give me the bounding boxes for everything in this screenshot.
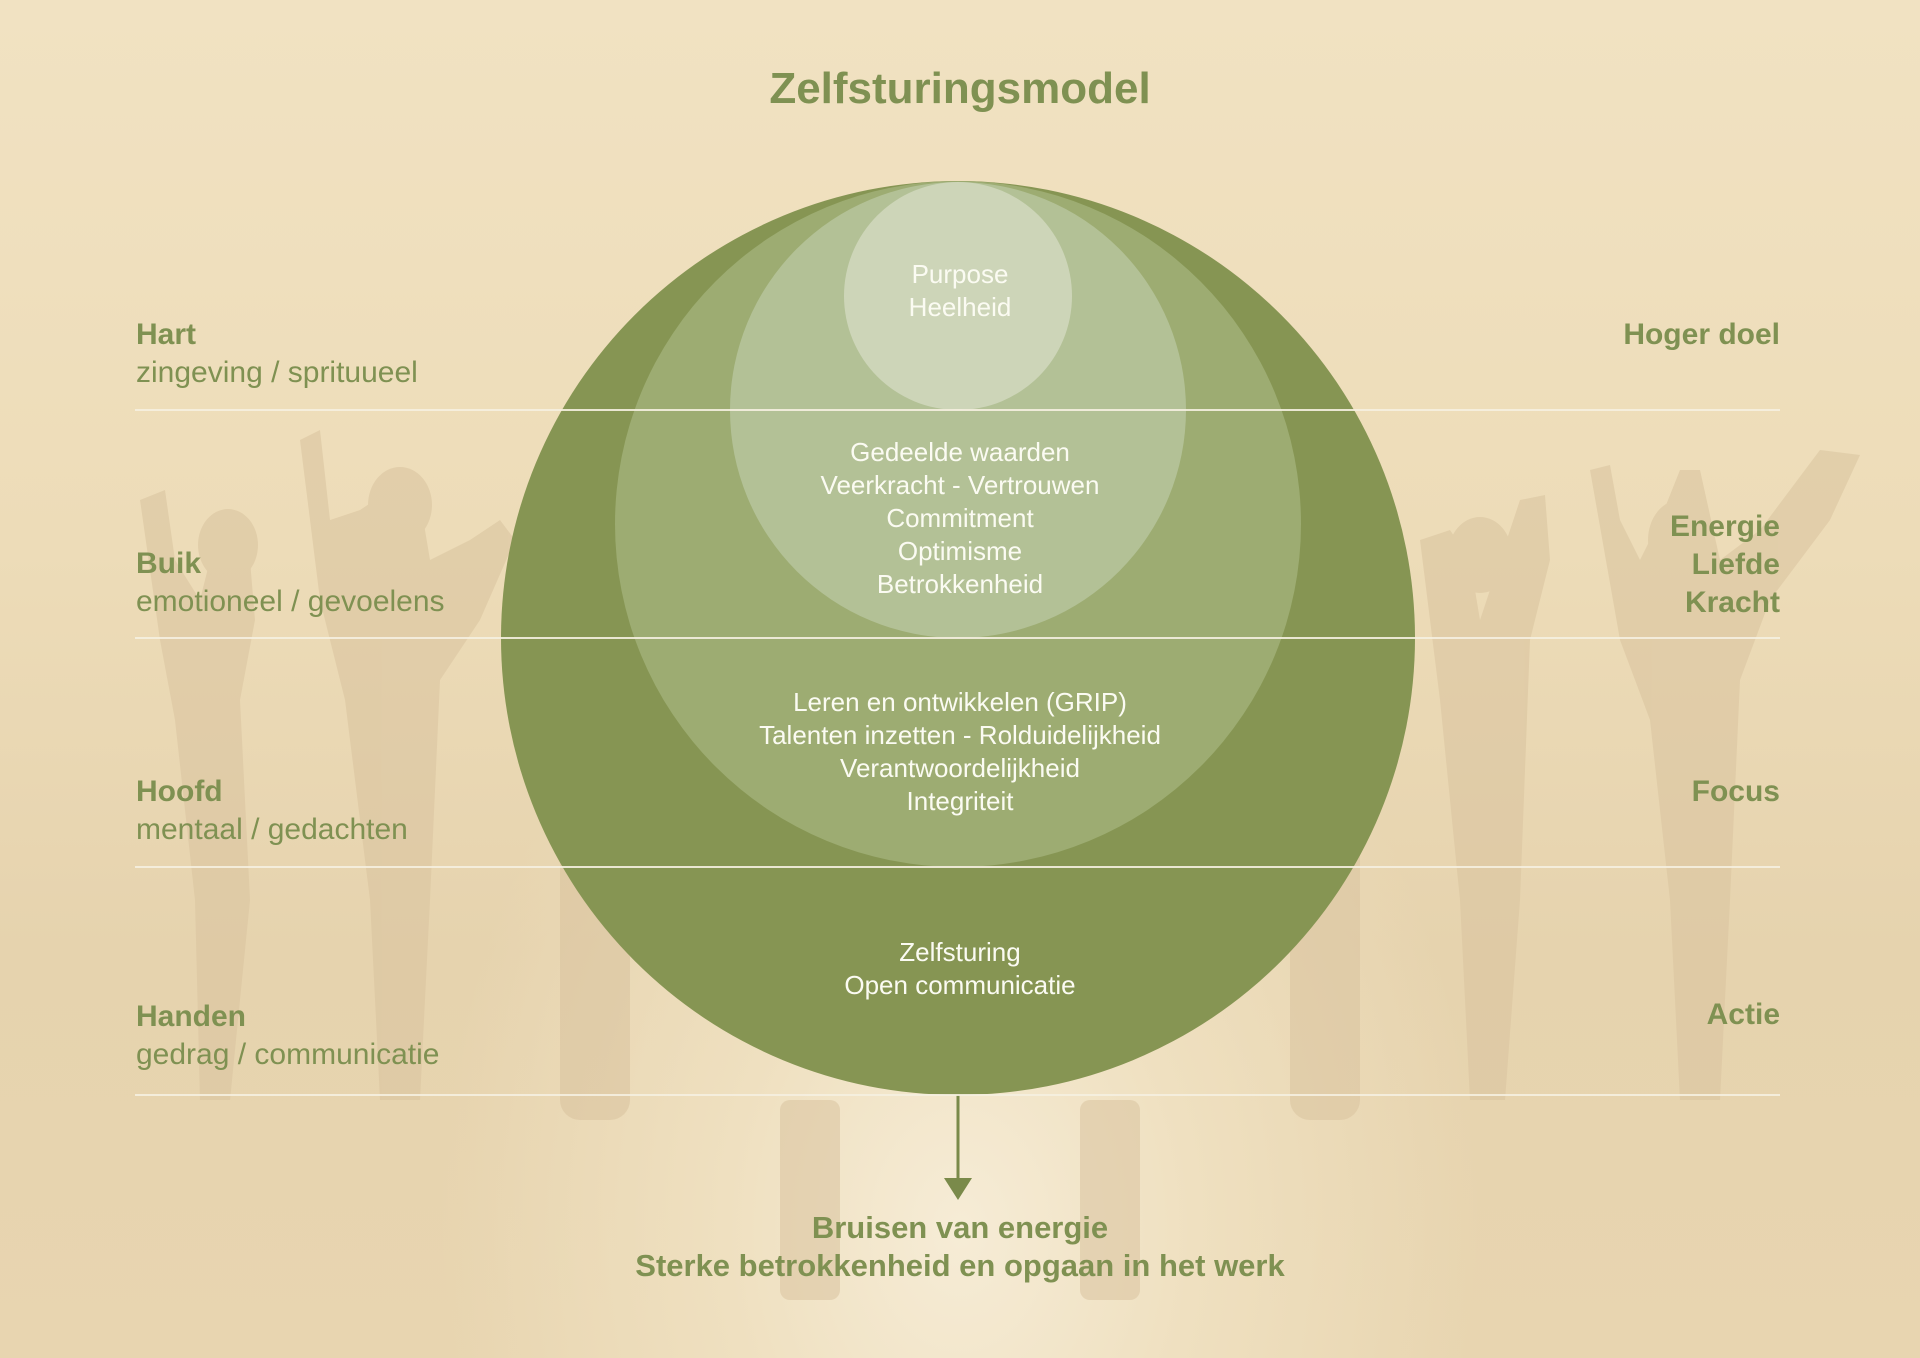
row-subheading: mentaal / gedachten (136, 813, 408, 846)
center-text-line: Talenten inzetten - Rolduidelijkheid (759, 720, 1161, 750)
row-heading: Hoofd (136, 775, 223, 808)
row-right-label-focus: Focus (1692, 773, 1780, 811)
row-divider (135, 637, 1780, 639)
layer-inner-circle (844, 182, 1072, 410)
row-heading: Hart (136, 318, 197, 351)
arrow-down-icon (944, 1178, 972, 1200)
row-subheading: zingeving / sprituueel (136, 356, 418, 389)
outcome-text: Bruisen van energie Sterke betrokkenheid… (0, 1209, 1920, 1285)
center-text-values: Gedeelde waarden Veerkracht - Vertrouwen… (0, 436, 1920, 601)
row-label-handen: Handen gedrag / communicatie (136, 998, 440, 1074)
row-heading: Buik (136, 547, 202, 580)
row-divider (135, 1094, 1780, 1096)
center-text-line: Heelheid (908, 292, 1012, 322)
right-label-line: Actie (1706, 998, 1780, 1031)
right-label-line: Liefde (1691, 548, 1780, 581)
row-right-label-energie: Energie Liefde Kracht (1670, 508, 1780, 622)
outcome-line-2: Sterke betrokkenheid en opgaan in het we… (635, 1248, 1285, 1283)
row-right-label-hoger-doel: Hoger doel (1623, 316, 1780, 354)
right-label-line: Energie (1669, 510, 1780, 543)
center-text-line: Purpose (911, 259, 1009, 289)
row-subheading: emotioneel / gevoelens (136, 585, 445, 618)
center-text-learning: Leren en ontwikkelen (GRIP) Talenten inz… (0, 686, 1920, 818)
center-text-line: Zelfsturing (899, 937, 1021, 967)
center-text-line: Veerkracht - Vertrouwen (820, 470, 1100, 500)
right-label-line: Kracht (1684, 586, 1780, 619)
center-text-line: Open communicatie (844, 970, 1076, 1000)
center-text-line: Optimisme (897, 536, 1023, 566)
row-heading: Handen (136, 1000, 247, 1033)
center-text-line: Integriteit (906, 786, 1014, 816)
right-label-line: Focus (1691, 775, 1780, 808)
right-label-line: Hoger doel (1623, 318, 1780, 351)
row-right-label-actie: Actie (1707, 996, 1780, 1034)
row-label-hart: Hart zingeving / sprituueel (136, 316, 418, 392)
row-divider (135, 409, 1780, 411)
center-text-line: Verantwoordelijkheid (840, 753, 1080, 783)
row-divider (135, 866, 1780, 868)
diagram-title: Zelfsturingsmodel (769, 64, 1151, 113)
center-text-selfmanagement: Zelfsturing Open communicatie (0, 936, 1920, 1002)
center-text-line: Betrokkenheid (876, 569, 1044, 599)
row-label-buik: Buik emotioneel / gevoelens (136, 545, 445, 621)
center-text-line: Commitment (886, 503, 1034, 533)
center-text-line: Gedeelde waarden (850, 437, 1070, 467)
center-text-purpose: Purpose Heelheid (0, 258, 1920, 324)
row-subheading: gedrag / communicatie (136, 1038, 440, 1071)
center-text-line: Leren en ontwikkelen (GRIP) (793, 687, 1127, 717)
row-label-hoofd: Hoofd mentaal / gedachten (136, 773, 408, 849)
outcome-line-1: Bruisen van energie (811, 1210, 1109, 1245)
